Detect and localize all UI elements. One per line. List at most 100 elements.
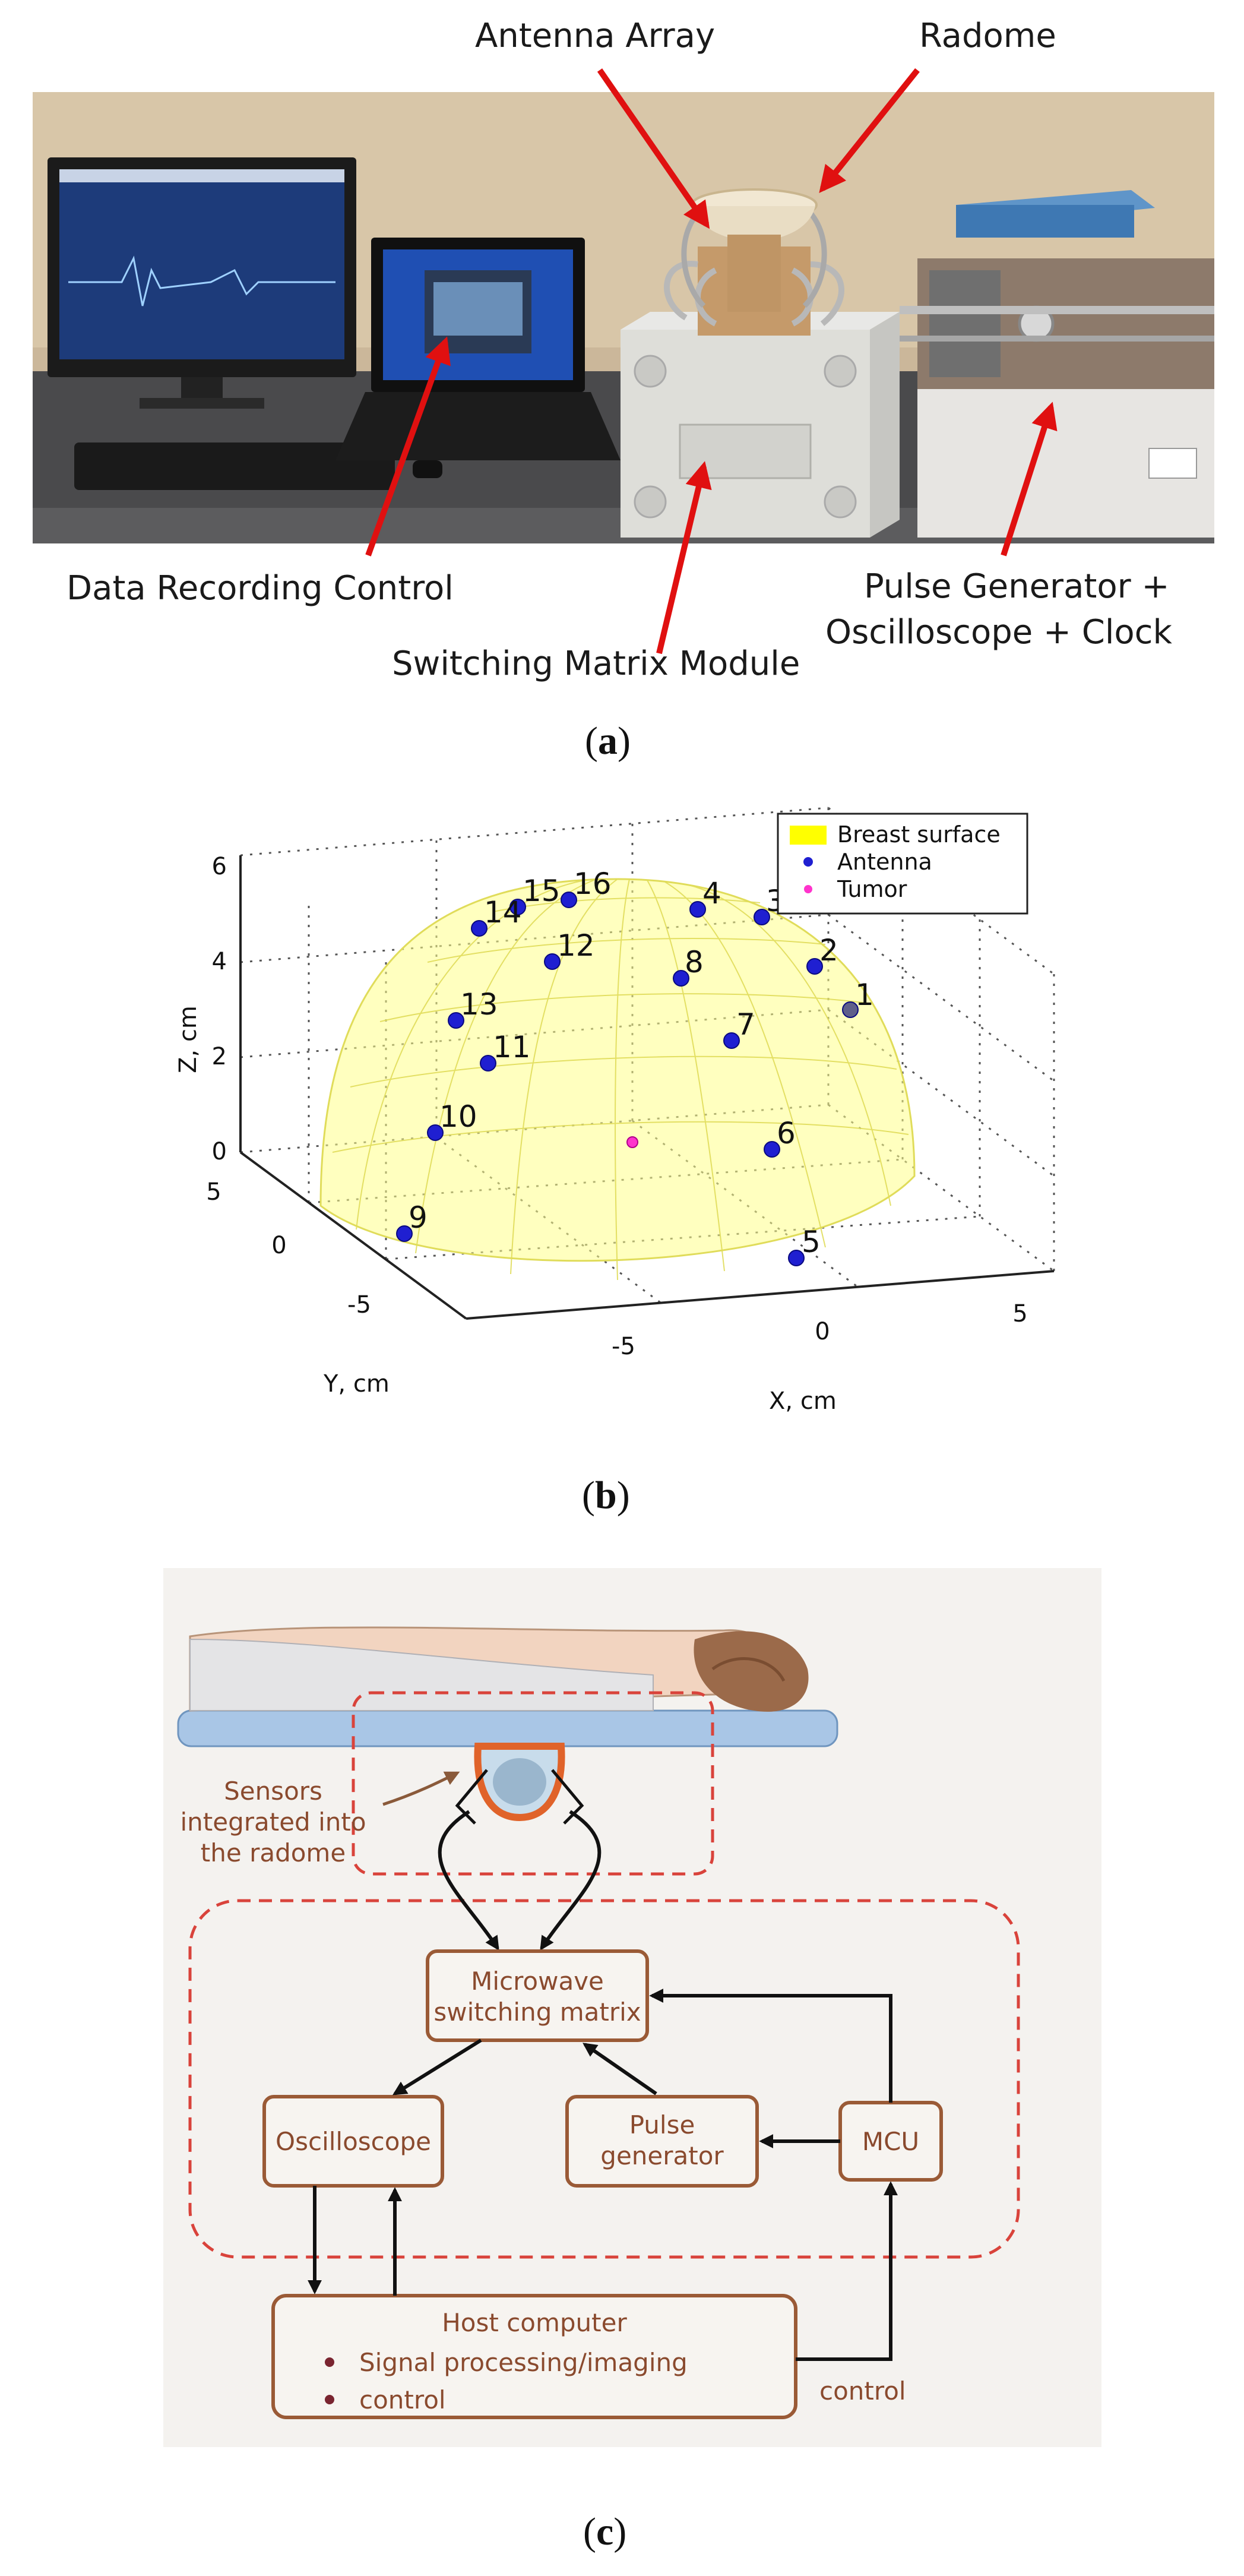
legend-label-antenna: Antenna [837,849,932,875]
patient-illustration [177,1626,838,1825]
x-tick-5: 5 [1012,1300,1027,1327]
antenna-2 [806,958,823,975]
label-pulse-generator-line1: Pulse Generator + [864,567,1170,606]
y-tick-5: 5 [206,1178,221,1206]
arrow-data-recording [365,336,451,557]
z-tick-4: 4 [212,948,227,975]
mcu-label: MCU [862,2127,919,2156]
sensors-label-line1: Sensors [224,1777,322,1806]
arrow-host-to-mcu [796,2181,898,2361]
z-tick-0: 0 [212,1138,227,1165]
antenna-label-15: 15 [523,874,561,908]
breast-surface [319,878,916,1281]
antenna-markers [396,892,859,1266]
antenna-4 [689,901,706,918]
sensor-arrow-left [438,1810,499,1951]
tumor-marker [626,1136,638,1148]
arrow-radome [819,68,920,194]
host-bullet-1: Signal processing/imaging [359,2348,688,2377]
antenna-label-11: 11 [493,1030,531,1064]
arrow-pulse-generator [1001,402,1058,557]
caption-a: (a) [585,719,631,763]
z-axis-label: Z, cm [175,1006,202,1073]
antenna-label-7: 7 [736,1007,755,1042]
sensor-pointer-arrow [382,1771,460,1806]
antenna-13 [448,1012,464,1029]
pulse-generator-box [565,2095,759,2188]
y-tick-neg5: -5 [347,1291,371,1319]
sensors-label-line2: integrated into [180,1807,366,1837]
control-label: control [819,2376,906,2406]
switch-label-line2: switching matrix [433,1997,641,2027]
x-tick-0: 0 [815,1318,830,1345]
antenna-label-5: 5 [802,1225,821,1259]
antenna-label-1: 1 [855,978,874,1012]
host-bullet-2-dot [325,2395,334,2404]
switching-matrix-box [426,1949,649,2042]
switch-label-line1: Microwave [471,1967,604,1996]
antenna-12 [544,953,561,970]
y-axis-label: Y, cm [323,1370,390,1398]
arrow-switching-matrix [656,461,712,655]
antenna-6 [764,1141,780,1158]
y-tick-0: 0 [271,1232,286,1259]
label-pulse-generator-line2: Oscilloscope + Clock [825,613,1172,652]
z-tick-6: 6 [212,853,227,880]
legend-label-tumor: Tumor [837,876,907,902]
host-bullet-2: control [359,2385,446,2414]
antenna-label-14: 14 [484,895,522,930]
panel-c-diagram: Sensors integrated into the radome Micro… [177,1626,1020,2419]
label-radome: Radome [919,17,1056,55]
label-switching-matrix-module: Switching Matrix Module [392,644,800,683]
pulse-label-line2: generator [600,2141,724,2170]
oscilloscope-box [262,2095,444,2188]
antenna-1 [842,1001,859,1018]
antenna-label-6: 6 [777,1116,796,1150]
pulse-label-line1: Pulse [629,2110,695,2139]
antenna-10 [427,1124,444,1141]
antenna-label-2: 2 [819,933,838,968]
legend-swatch-surface [790,826,827,845]
x-tick-neg5: -5 [612,1333,635,1360]
antenna-label-13: 13 [460,987,498,1022]
sensor-arrow-right [540,1810,602,1951]
legend-swatch-tumor [804,885,812,893]
label-antenna-array: Antenna Array [475,17,716,55]
antenna-7 [723,1032,740,1049]
system-dashed-region [188,1899,1020,2259]
plot-axes [239,855,1055,1320]
antenna-11 [480,1055,496,1072]
legend: Breast surface Antenna Tumor [777,813,1028,915]
antenna-label-8: 8 [685,945,704,979]
arrow-switch-to-oscilloscope [392,2038,482,2095]
arrow-pulse-to-switch [583,2043,657,2095]
arrow-mcu-to-switch [649,1989,892,2103]
antenna-8 [673,970,689,987]
sensors-label-line3: the radome [201,1838,346,1867]
antenna-label-12: 12 [557,928,595,963]
z-tick-2: 2 [212,1043,227,1070]
caption-c: (c) [583,2510,627,2553]
legend-swatch-antenna [803,857,813,867]
antenna-14 [471,920,488,937]
x-axis-label: X, cm [769,1387,837,1415]
label-data-recording-control: Data Recording Control [67,569,454,608]
antenna-label-9: 9 [409,1200,428,1235]
antenna-15 [509,899,526,915]
host-bullet-1-dot [325,2357,334,2367]
antenna-16 [561,892,577,908]
antenna-5 [788,1250,805,1266]
antenna-9 [396,1225,413,1242]
panel-a-arrows [365,68,1058,655]
antenna-label-10: 10 [439,1099,477,1134]
radome-dashed-region [352,1691,714,1876]
host-computer-box [271,2294,797,2419]
antenna-3 [754,909,770,925]
arrow-antenna-array [597,68,710,229]
legend-label-surface: Breast surface [837,821,1001,848]
panel-b-plot: 1 2 3 4 5 6 7 8 9 10 11 12 13 14 15 16 0… [175,807,1055,1415]
caption-b: (b) [582,1474,630,1517]
antenna-label-4: 4 [702,876,721,911]
host-title: Host computer [442,2308,627,2337]
antenna-label-16: 16 [574,867,612,901]
